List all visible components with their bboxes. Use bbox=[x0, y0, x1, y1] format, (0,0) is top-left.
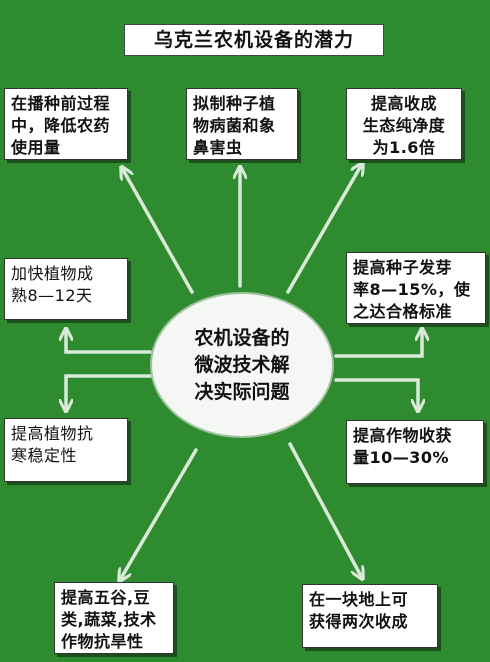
diagram-title: 乌克兰农机设备的潜力 bbox=[124, 24, 384, 56]
box-drought-resistance: 提高五谷,豆 类,蔬菜,技术 作物抗旱性 bbox=[54, 582, 174, 654]
box-text-line: 提高五谷,豆 bbox=[61, 588, 151, 607]
hub-text-line: 微波技术解 bbox=[194, 353, 290, 376]
box-text-line: 加快植物成 bbox=[11, 264, 94, 283]
box-text-line: 中，降低农药 bbox=[11, 115, 121, 137]
box-text-line: 为1.6倍 bbox=[372, 138, 436, 157]
box-faster-ripening: 加快植物成 熟8—12天 bbox=[4, 258, 128, 320]
box-text-line: 生态纯净度 bbox=[362, 116, 446, 135]
arrow-to-double bbox=[288, 442, 362, 578]
box-harvest-increase: 提高作物收获 量10—30% bbox=[346, 420, 484, 484]
hub-text-line: 决实际问题 bbox=[194, 380, 290, 403]
box-text-line: 提高种子发芽 bbox=[353, 258, 453, 277]
box-text-line: 寒稳定性 bbox=[11, 446, 78, 465]
box-reduce-pesticide: 在播种前过程 中，降低农药 使用量 bbox=[4, 88, 128, 160]
box-text-line: 在播种前过程 bbox=[11, 94, 111, 113]
box-text-line: 获得两次收成 bbox=[309, 612, 409, 631]
box-text-line: 类,蔬菜,技术 bbox=[61, 610, 157, 629]
box-suppress-pathogens: 拟制种子植 物病菌和象 鼻害虫 bbox=[186, 88, 298, 160]
hub-text-line: 农机设备的 bbox=[194, 326, 290, 349]
box-text-fragment: 中，降低 bbox=[11, 116, 78, 135]
box-text-line: 量10—30% bbox=[353, 448, 450, 467]
arrow-to-drought bbox=[120, 448, 198, 580]
box-double-harvest: 在一块地上可 获得两次收成 bbox=[302, 584, 438, 648]
box-cold-resistance: 提高植物抗 寒稳定性 bbox=[4, 418, 128, 482]
pesticide-emphasis: 农药 bbox=[77, 116, 111, 135]
box-text-line: 使用量 bbox=[11, 138, 61, 157]
arrow-to-germination bbox=[334, 330, 422, 358]
box-text-line: 熟8—12天 bbox=[11, 286, 93, 305]
box-text-line: 鼻害虫 bbox=[193, 138, 243, 157]
arrow-to-yield-eco bbox=[286, 164, 362, 294]
arrow-to-cold bbox=[66, 374, 152, 410]
box-text-line: 率8—15%，使 bbox=[353, 280, 471, 299]
arrow-to-pesticide bbox=[122, 168, 194, 294]
arrow-to-ripening bbox=[66, 330, 152, 354]
box-germination-rate: 提高种子发芽 率8—15%，使 之达合格标准 bbox=[346, 252, 486, 324]
box-text-line: 提高作物收获 bbox=[353, 426, 453, 445]
box-text-line: 物病菌和象 bbox=[193, 116, 276, 135]
box-yield-eco-purity: 提高收成 生态纯净度 为1.6倍 bbox=[346, 88, 462, 160]
box-text-line: 提高植物抗 bbox=[11, 424, 94, 443]
box-text-line: 作物抗旱性 bbox=[61, 632, 144, 651]
arrow-to-harvest bbox=[334, 378, 418, 410]
box-text-line: 提高收成 bbox=[370, 94, 437, 113]
box-text-line: 拟制种子植 bbox=[193, 94, 276, 113]
box-text-line: 之达合格标准 bbox=[353, 302, 453, 321]
box-text-line: 在一块地上可 bbox=[309, 590, 409, 609]
center-hub: 农机设备的 微波技术解 决实际问题 bbox=[150, 292, 334, 438]
